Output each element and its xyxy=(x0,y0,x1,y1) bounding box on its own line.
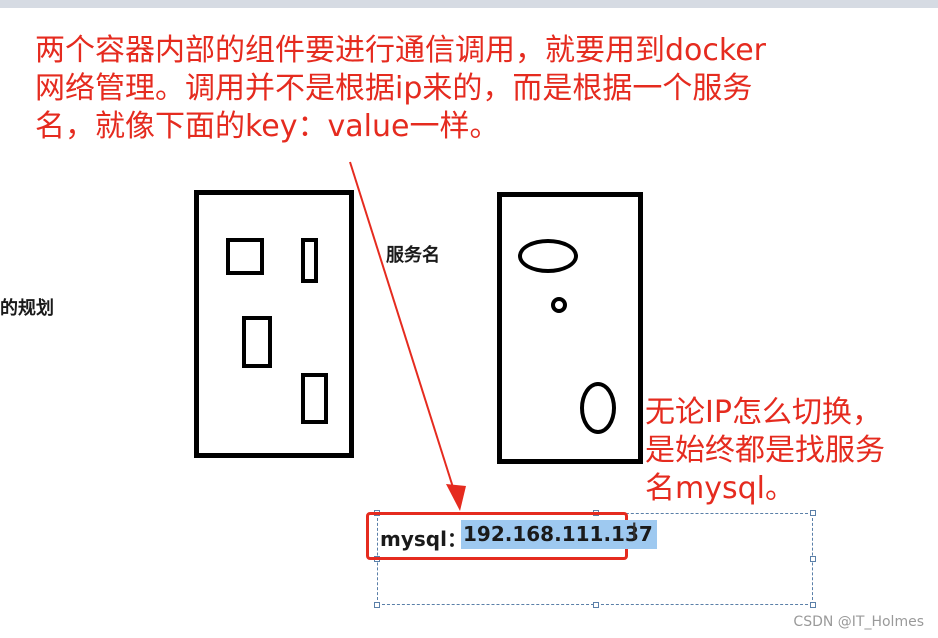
resize-handle[interactable] xyxy=(810,556,816,562)
component-dot xyxy=(551,297,567,313)
component-rect xyxy=(301,373,328,424)
resize-handle[interactable] xyxy=(593,602,599,608)
resize-handle[interactable] xyxy=(374,602,380,608)
kv-value-selected[interactable]: 192.168.111.137 xyxy=(461,520,657,549)
annotation-right-line: 是始终都是找服务 xyxy=(645,433,885,468)
resize-handle[interactable] xyxy=(810,510,816,516)
annotation-top-line: 两个容器内部的组件要进行通信调用，就要用到docker xyxy=(35,33,766,68)
component-rect xyxy=(301,238,318,283)
component-rect xyxy=(226,238,264,275)
component-oval xyxy=(580,382,616,434)
service-name-label: 服务名 xyxy=(386,245,440,266)
watermark: CSDN @IT_Holmes xyxy=(793,614,924,630)
left-cut-label: 的规划 xyxy=(0,298,54,319)
component-rect xyxy=(242,316,272,368)
kv-key: mysql： xyxy=(380,527,467,551)
annotation-top-line: 网络管理。调用并不是根据ip来的，而是根据一个服务 xyxy=(35,71,753,106)
annotation-top-line: 名，就像下面的key：value一样。 xyxy=(35,109,500,144)
component-oval xyxy=(518,239,578,273)
annotation-right-line: 无论IP怎么切换， xyxy=(645,395,882,430)
resize-handle[interactable] xyxy=(810,602,816,608)
annotation-right: 无论IP怎么切换， 是始终都是找服务 名mysql。 xyxy=(645,394,935,508)
container-left[interactable] xyxy=(194,190,354,458)
container-right[interactable] xyxy=(497,192,643,464)
text-cursor-icon: I xyxy=(631,520,638,545)
annotation-right-line: 名mysql。 xyxy=(645,471,795,506)
top-bar xyxy=(0,0,938,8)
annotation-top: 两个容器内部的组件要进行通信调用，就要用到docker 网络管理。调用并不是根据… xyxy=(35,32,895,146)
